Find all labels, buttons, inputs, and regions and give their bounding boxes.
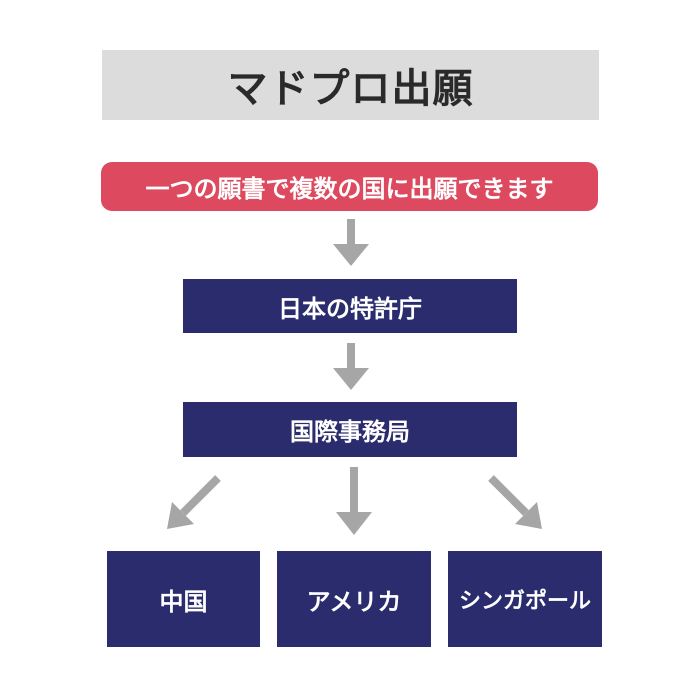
international-bureau-label: 国際事務局 [290,418,410,446]
international-bureau-node: 国際事務局 [183,402,517,457]
country-label-singapore: シンガポール [458,589,591,614]
japan-patent-office-label: 日本の特許庁 [278,294,422,323]
title-text: マドプロ出願 [227,66,474,112]
country-node-singapore: シンガポール [448,551,602,647]
subtitle-text: 一つの願書で複数の国に出願できます [145,175,554,203]
arrow-down-2 [333,343,369,390]
country-label-china: 中国 [159,587,208,616]
title-banner: マドプロ出願 [102,50,599,120]
country-node-china: 中国 [107,551,260,647]
arrow-to-singapore [488,475,542,529]
country-label-usa: アメリカ [306,587,402,616]
arrow-to-china [167,475,221,529]
subtitle-banner: 一つの願書で複数の国に出願できます [101,162,598,211]
country-node-usa: アメリカ [277,551,431,647]
arrow-down-1 [333,219,369,266]
arrow-to-usa [336,467,372,535]
japan-patent-office-node: 日本の特許庁 [183,279,517,333]
